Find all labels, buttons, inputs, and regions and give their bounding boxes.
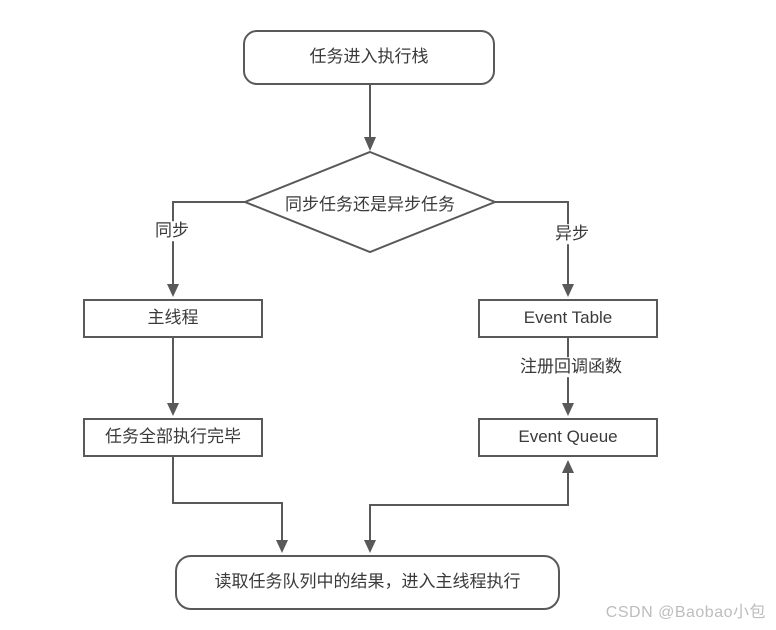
node-start: 任务进入执行栈 [243,30,495,85]
arrowhead-into-event-queue-bottom [562,460,574,473]
node-decision: 同步任务还是异步任务 [245,152,495,252]
node-start-label: 任务进入执行栈 [309,47,429,67]
node-decision-label: 同步任务还是异步任务 [285,194,455,214]
edge-label-sync: 同步 [152,221,192,241]
edge-decision-to-event-table [495,201,569,284]
arrowhead-into-event-queue [562,403,574,416]
node-event-queue-label: Event Queue [518,427,618,447]
edge-label-register-callback: 注册回调函数 [517,357,625,377]
node-read-queue-result-label: 读取任务队列中的结果，进入主线程执行 [214,572,521,592]
node-read-queue-result: 读取任务队列中的结果，进入主线程执行 [175,555,560,610]
edge-tasks-done-to-read-queue [172,457,283,540]
arrowhead-into-event-table [562,284,574,297]
node-main-thread: 主线程 [83,299,263,338]
decision-diamond-shape [242,150,498,254]
edge-event-queue-read-queue-loop [369,472,569,540]
arrowhead-into-tasks-done [167,403,179,416]
node-event-table-label: Event Table [523,308,613,328]
arrowhead-into-main-thread [167,284,179,297]
arrowhead-into-decision [364,137,376,151]
node-event-table: Event Table [478,299,658,338]
node-main-thread-label: 主线程 [147,308,199,328]
arrowhead-into-read-queue-left [276,540,288,553]
node-tasks-done: 任务全部执行完毕 [83,418,263,457]
arrowhead-into-read-queue-mid [364,540,376,553]
node-tasks-done-label: 任务全部执行完毕 [105,427,241,447]
node-event-queue: Event Queue [478,418,658,457]
edge-decision-to-main-thread [172,201,245,284]
watermark: CSDN @Baobao小包 [605,604,766,621]
edge-label-async: 异步 [552,224,592,244]
